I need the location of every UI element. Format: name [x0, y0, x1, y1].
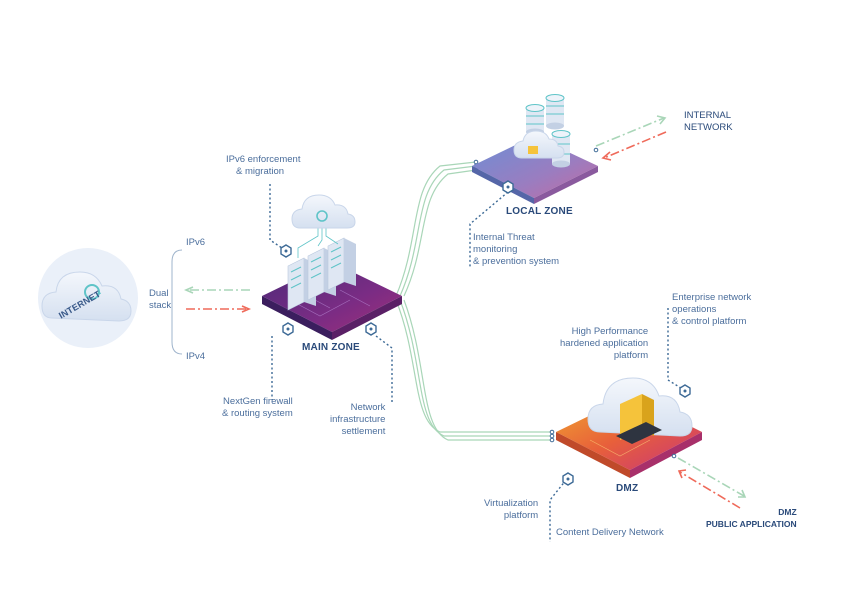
ipv6-enforcement-label: IPv6 enforcement & migration	[226, 154, 300, 178]
internet-cloud-icon	[38, 248, 138, 348]
enterprise-line-3: & control platform	[672, 316, 747, 327]
nextgen-line-1: NextGen firewall	[223, 396, 293, 407]
dmz-cloud-server-icon	[587, 377, 693, 444]
internal-threat-line-2: monitoring	[473, 244, 518, 255]
network-infrastructure-label: Network infrastructure settlement	[330, 402, 385, 438]
high-performance-label: High Performance hardened application pl…	[560, 326, 648, 362]
infra-line-3: settlement	[341, 426, 386, 437]
enterprise-line-2: operations	[672, 304, 717, 315]
main-zone-cloud-icon	[291, 194, 356, 229]
high-perf-line-3: platform	[613, 350, 649, 361]
dmz-label: DMZ	[616, 483, 639, 494]
dmz-public-label: DMZ PUBLIC APPLICATION	[706, 506, 797, 530]
infra-line-1: Network	[350, 402, 386, 413]
cable-ports	[473, 159, 555, 443]
virtualization-line-1: Virtualization	[484, 498, 539, 509]
callout-lines	[269, 184, 685, 542]
main-zone-label: MAIN ZONE	[302, 342, 360, 353]
ipv6-enforcement-line-1: IPv6 enforcement	[226, 154, 301, 165]
internal-network-arrows	[593, 115, 667, 161]
dual-stack-connector	[171, 249, 183, 355]
dual-stack-arrows	[183, 286, 252, 313]
ipv6-label: IPv6	[186, 237, 206, 248]
dual-stack-label: Dual stack	[149, 288, 171, 312]
dmz-public-arrows	[671, 453, 747, 509]
nextgen-firewall-label: NextGen firewall & routing system	[222, 396, 293, 420]
dual-stack-line-2: stack	[149, 300, 172, 311]
hex-node-dots	[284, 185, 687, 481]
infra-line-2: infrastructure	[330, 414, 386, 425]
internal-network-line-2: NETWORK	[684, 122, 733, 133]
ipv4-label: IPv4	[186, 351, 206, 362]
server-rack-icon	[287, 226, 356, 311]
enterprise-line-1: Enterprise network	[672, 292, 752, 303]
high-perf-line-1: High Performance	[571, 326, 649, 337]
high-perf-line-2: hardened application	[560, 338, 649, 349]
cdn-label: Content Delivery Network	[556, 527, 664, 538]
internal-threat-label: Internal Threat monitoring & prevention …	[473, 232, 559, 268]
virtualization-line-2: platform	[503, 510, 539, 521]
virtualization-label: Virtualization platform	[484, 498, 538, 522]
local-zone-label: LOCAL ZONE	[506, 206, 573, 217]
nextgen-line-2: & routing system	[222, 408, 293, 419]
enterprise-network-label: Enterprise network operations & control …	[672, 292, 751, 328]
cable-bundle	[395, 161, 552, 441]
dmz-public-line-1: DMZ	[778, 507, 797, 517]
internal-network-label: INTERNAL NETWORK	[684, 110, 733, 134]
internal-threat-line-1: Internal Threat	[473, 232, 535, 243]
internal-network-line-1: INTERNAL	[684, 110, 731, 121]
dual-stack-line-1: Dual	[149, 288, 169, 299]
database-icon	[513, 94, 571, 168]
dmz-public-line-2: PUBLIC APPLICATION	[706, 519, 797, 529]
internal-threat-line-3: & prevention system	[473, 256, 560, 267]
ipv6-enforcement-line-2: & migration	[236, 166, 285, 177]
